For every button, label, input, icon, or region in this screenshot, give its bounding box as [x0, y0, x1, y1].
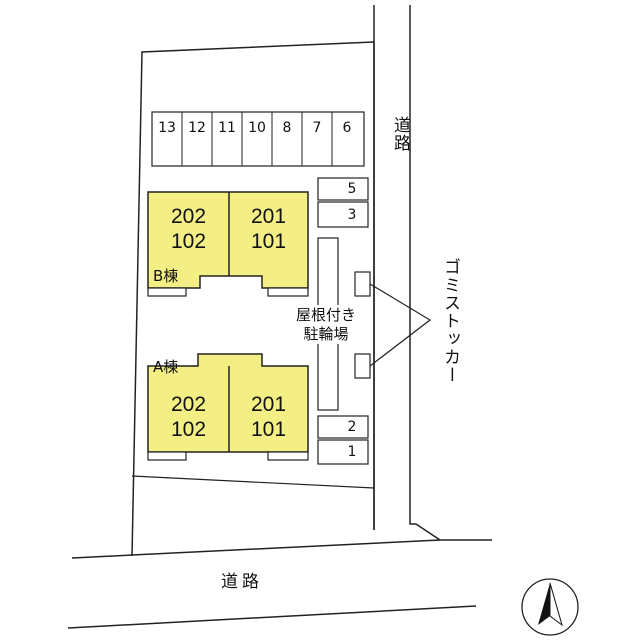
parking-slot-label-5: 5 [347, 181, 357, 197]
divider-line [131, 475, 375, 489]
building-a-unit-202: 202 [170, 393, 207, 416]
north-arrow-icon [521, 578, 579, 636]
building-b-unit-201: 201 [250, 205, 287, 228]
parking-slot-2 [317, 415, 369, 439]
road-corner-line [415, 523, 492, 541]
parking-slot-5 [317, 177, 369, 201]
bicycle-rack-upper [317, 237, 339, 309]
parking-slot-label-2: 2 [347, 419, 357, 435]
parking-slot-label-6: 6 [342, 120, 352, 136]
building-b-unit-102: 102 [170, 230, 207, 253]
garbage-stocker-lower [354, 353, 371, 379]
road-label-right: 道路 [390, 116, 410, 152]
building-b-balcony-right [267, 287, 309, 297]
parking-slot-1 [317, 439, 369, 465]
road-label-bottom: 道路 [221, 572, 263, 592]
building-a-unit-201: 201 [250, 393, 287, 416]
bicycle-parking-label-line1: 屋根付き [286, 305, 366, 325]
road-bottom-bottom-edge [67, 605, 477, 629]
building-a-balcony-left [147, 451, 187, 461]
car-parking-row [151, 111, 365, 167]
building-a-unit-102: 102 [170, 418, 207, 441]
building-b-label: B棟 [153, 267, 179, 285]
bicycle-rack-lower [317, 341, 339, 411]
road-bottom-top-edge [71, 539, 441, 559]
parking-slot-label-10: 10 [248, 120, 266, 136]
parking-slot-label-3: 3 [347, 207, 357, 223]
building-a-label: A棟 [153, 358, 179, 376]
garbage-stocker-upper [354, 271, 371, 297]
garbage-stocker-label: ゴミストッカー [440, 258, 460, 384]
parking-slot-label-7: 7 [312, 120, 322, 136]
parking-slot-label-11: 11 [218, 120, 236, 136]
building-b-balcony-left [147, 287, 187, 297]
parking-slot-label-13: 13 [158, 120, 176, 136]
garbage-leader-lines [369, 283, 432, 367]
property-boundary [131, 41, 375, 557]
bicycle-parking-label-line2: 駐輪場 [292, 324, 360, 344]
parking-slot-3 [317, 201, 369, 228]
car-parking-dividers [181, 112, 333, 166]
road-right-right-edge [409, 5, 416, 525]
parking-slot-label-8: 8 [282, 120, 292, 136]
building-b-unit-202: 202 [170, 205, 207, 228]
parking-slot-label-12: 12 [188, 120, 206, 136]
building-a-unit-101: 101 [250, 418, 287, 441]
building-a-balcony-right [267, 451, 309, 461]
building-b-unit-101: 101 [250, 230, 287, 253]
parking-slot-label-1: 1 [347, 444, 357, 460]
building-a [147, 353, 309, 453]
